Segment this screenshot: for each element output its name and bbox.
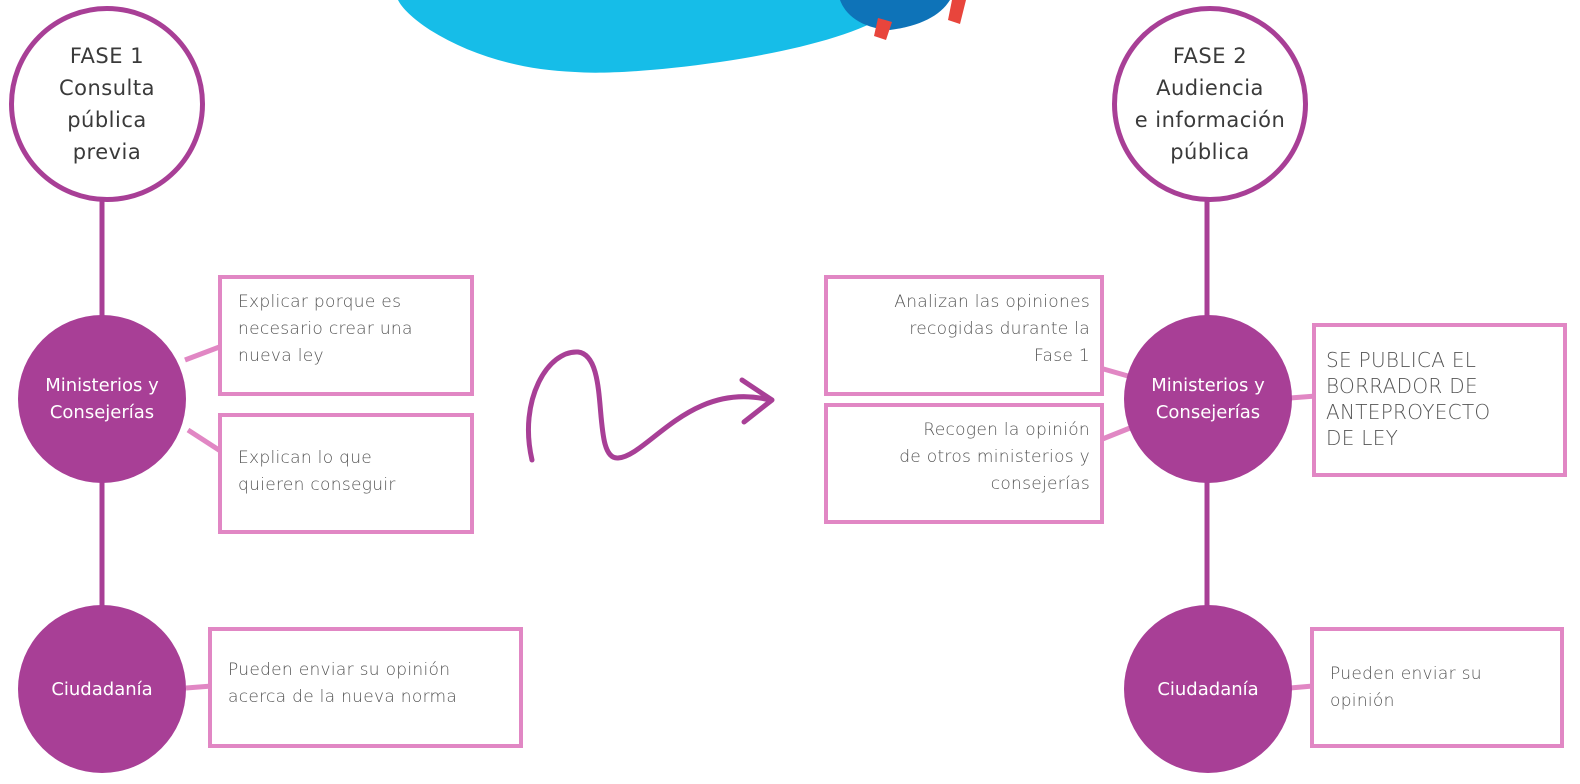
phase1-connector-citizens xyxy=(185,683,213,691)
phase2-actor-citizens: Ciudadanía xyxy=(1124,605,1292,773)
phase1-title: FASE 1 Consulta pública previa xyxy=(59,40,155,168)
phase2-actor-citizens-label: Ciudadanía xyxy=(1157,678,1259,700)
phase1-actor-ministries: Ministerios y Consejerías xyxy=(18,315,186,483)
phase1-actor-citizens: Ciudadanía xyxy=(18,605,186,773)
phase1-actor-ministries-line: Ministerios y xyxy=(45,375,159,396)
note-line: SE PUBLICA EL xyxy=(1326,348,1477,372)
note-line: Analizan las opiniones xyxy=(894,292,1090,312)
phase1-connector-explain xyxy=(184,343,223,363)
phase2-connector-collect xyxy=(1099,425,1131,443)
note-line: opinión xyxy=(1330,691,1395,711)
note-line: recogidas durante la xyxy=(909,319,1090,339)
phase1-actor-ministries-line: Consejerías xyxy=(49,402,155,423)
note-line: BORRADOR DE xyxy=(1326,374,1478,398)
phase1-note-explain: Explicar porque es necesario crear una n… xyxy=(218,275,474,396)
phase2-title-line: FASE 2 xyxy=(1172,44,1248,68)
note-line: Explican lo que xyxy=(238,448,373,468)
note-line: Explicar porque es xyxy=(238,292,402,312)
phase2-connector-publish xyxy=(1289,393,1317,401)
note-line: DE LEY xyxy=(1326,426,1399,450)
note-line: Fase 1 xyxy=(1034,346,1090,366)
phase1-title-line: previa xyxy=(72,140,142,164)
note-line: Pueden enviar su opinión xyxy=(228,660,451,680)
phase2-actor-ministries: Ministerios y Consejerías xyxy=(1124,315,1292,483)
phase2-title-line: Audiencia xyxy=(1156,76,1264,100)
note-line: nueva ley xyxy=(238,346,324,366)
phase2-actor-ministries-line: Ministerios y xyxy=(1151,375,1265,396)
phase1-title-line: pública xyxy=(67,108,147,132)
phase1-note-goals: Explican lo que quieren conseguir xyxy=(218,413,474,534)
phase1-actor-citizens-label: Ciudadanía xyxy=(51,678,153,700)
note-line: ANTEPROYECTO xyxy=(1326,400,1491,424)
note-line: Pueden enviar su xyxy=(1330,664,1482,684)
illustration-figure xyxy=(398,0,966,73)
note-line: de otros ministerios y xyxy=(899,447,1090,467)
phase2-title: FASE 2 Audiencia e información pública xyxy=(1135,40,1286,168)
phase2-title-circle: FASE 2 Audiencia e información pública xyxy=(1112,6,1308,202)
phase2-actor-ministries-line: Consejerías xyxy=(1155,402,1261,423)
phase1-title-circle: FASE 1 Consulta pública previa xyxy=(9,6,205,202)
phase2-connector-citizens xyxy=(1289,683,1314,691)
note-line: necesario crear una xyxy=(238,319,413,339)
phase2-note-publish: SE PUBLICA EL BORRADOR DE ANTEPROYECTO D… xyxy=(1312,323,1567,477)
phase2-title-line: pública xyxy=(1170,140,1250,164)
phase1-note-citizens: Pueden enviar su opinión acerca de la nu… xyxy=(208,627,523,748)
phase1-connector-goals xyxy=(186,427,224,455)
transition-arrow xyxy=(526,349,775,463)
note-line: quieren conseguir xyxy=(238,475,396,495)
phase2-note-citizens: Pueden enviar su opinión xyxy=(1310,627,1564,748)
note-line: Recogen la opinión xyxy=(923,420,1090,440)
phase2-note-analyze: Analizan las opiniones recogidas durante… xyxy=(824,275,1104,396)
phase2-title-line: e información xyxy=(1134,108,1286,132)
phase1-title-line: FASE 1 xyxy=(69,44,145,68)
phase1-title-line: Consulta xyxy=(58,76,155,100)
phase2-note-collect: Recogen la opinión de otros ministerios … xyxy=(824,403,1104,524)
phase2-connector-analyze xyxy=(1099,365,1129,379)
note-line: acerca de la nueva norma xyxy=(228,687,458,707)
note-line: consejerías xyxy=(990,474,1090,494)
